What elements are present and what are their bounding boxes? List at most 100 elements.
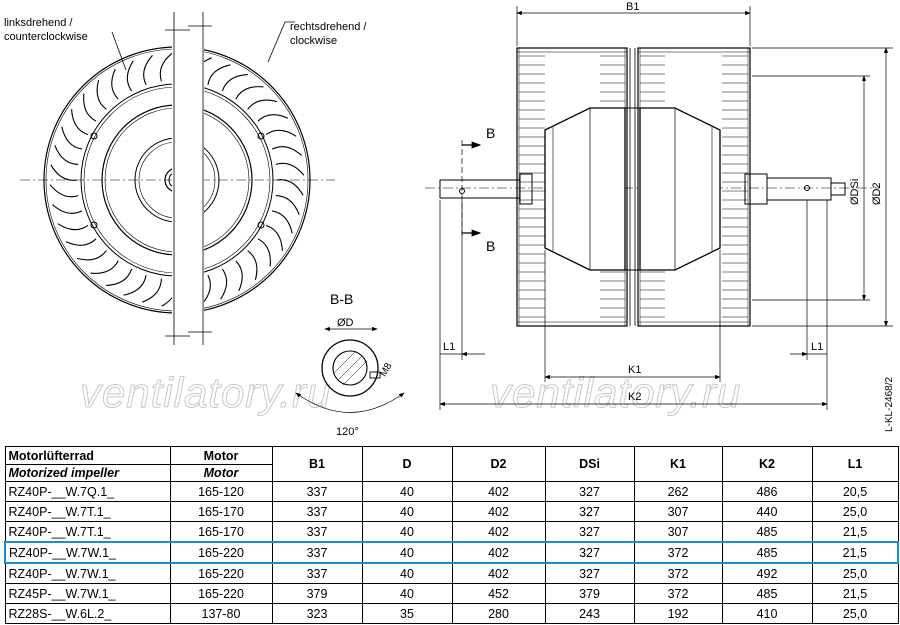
table-cell: 485 [721,541,813,564]
table-cell: 379 [271,583,363,604]
table-header-row: Motorlüfterrad Motor B1 D D2 DSi K1 K2 L… [4,446,899,482]
table-cell: 337 [271,541,363,564]
dim-l1-left: L1 [443,341,455,353]
table-cell: 327 [544,562,635,584]
table-cell: 25,0 [811,501,899,522]
table-cell: 165-170 [169,521,273,543]
table-cell: 402 [451,541,546,564]
dim-k1: K1 [628,364,641,376]
dimension-lines [439,6,893,410]
section-mark-b-top: B [486,125,495,141]
col-header-k1: K1 [633,446,723,482]
table-cell: 21,5 [811,541,899,564]
table-cell: 20,5 [811,481,899,502]
table-cell: 280 [451,603,546,624]
col-subheader-impeller: Motorized impeller [4,464,171,482]
table-cell: 21,5 [811,521,899,543]
svg-text:M8: M8 [378,361,395,379]
table-cell: 165-220 [169,541,273,564]
table-cell: 262 [633,481,723,502]
col-header-motor: Motor [169,446,273,465]
table-cell: 337 [271,521,363,543]
table-cell: 40 [361,583,453,604]
table-cell: 40 [361,481,453,502]
technical-drawing: ventilatory.ru ventilatory.ru linksdrehe… [4,1,895,438]
col-header-impeller: Motorlüfterrad [4,446,171,465]
table-cell: 327 [544,521,635,543]
table-cell: 372 [633,562,723,584]
table-cell: 35 [361,603,453,624]
table-cell: 410 [721,603,813,624]
table-cell: 192 [633,603,723,624]
svg-text:120°: 120° [336,426,359,438]
table-cell: 21,5 [811,583,899,604]
col-header-d2: D2 [451,446,546,482]
table-cell: 402 [451,481,546,502]
svg-text:ØD: ØD [337,317,354,329]
table-cell: 485 [721,521,813,543]
table-cell: 402 [451,562,546,584]
table-cell: 327 [544,501,635,522]
table-cell: 485 [721,583,813,604]
impeller-side-view [425,47,880,327]
table-cell: 323 [271,603,363,624]
table-cell: 486 [721,481,813,502]
cell-model: RZ40P-__W.7T.1_ [4,501,171,522]
table-cell: 165-220 [169,562,273,584]
svg-text:B-B: B-B [330,291,353,307]
table-cell: 402 [451,501,546,522]
table-cell: 337 [271,562,363,584]
dim-d2: ØD2 [871,182,883,205]
table-cell: 40 [361,562,453,584]
table-cell: 372 [633,583,723,604]
table-cell: 307 [633,521,723,543]
table-cell: 243 [544,603,635,624]
table-cell: 327 [544,541,635,564]
table-cell: 25,0 [811,562,899,584]
spec-table: Motorlüfterrad Motor B1 D D2 DSi K1 K2 L… [4,446,899,624]
col-header-b1: B1 [271,446,363,482]
section-mark-b-bottom: B [486,238,495,254]
dim-dsi: ØDSi [849,179,861,205]
dim-k2: K2 [628,391,641,403]
table-cell: 307 [633,501,723,522]
watermark-right: ventilatory.ru [490,369,741,416]
cell-model: RZ45P-__W.7W.1_ [4,583,171,604]
col-header-k2: K2 [721,446,813,482]
label-counterclockwise-1: linksdrehend / [4,17,73,29]
table-cell: 165-120 [169,481,273,502]
cell-model: RZ40P-__W.7W.1_ [4,541,171,564]
table-cell: 137-80 [169,603,273,624]
table-cell: 40 [361,521,453,543]
table-cell: 165-170 [169,501,273,522]
label-clockwise-2: clockwise [290,35,337,47]
col-subheader-motor: Motor [169,464,273,482]
col-header-l1: L1 [811,446,899,482]
label-clockwise-1: rechtsdrehend / [290,21,367,33]
table-cell: 452 [451,583,546,604]
cell-model: RZ28S-__W.6L.2_ [4,603,171,624]
cell-model: RZ40P-__W.7Q.1_ [4,481,171,502]
table-cell: 40 [361,501,453,522]
dim-l1-right: L1 [811,341,823,353]
cell-model: RZ40P-__W.7W.1_ [4,562,171,584]
drawing-id: L-KL-2468/2 [884,377,895,432]
table-cell: 165-220 [169,583,273,604]
table-cell: 379 [544,583,635,604]
col-header-dsi: DSi [544,446,635,482]
table-cell: 440 [721,501,813,522]
table-cell: 25,0 [811,603,899,624]
table-cell: 327 [544,481,635,502]
section-b-b: B-B ØD 120° M8 [295,291,405,438]
label-counterclockwise-2: counterclockwise [4,31,88,43]
table-cell: 337 [271,501,363,522]
table-cell: 492 [721,562,813,584]
col-header-d: D [361,446,453,482]
